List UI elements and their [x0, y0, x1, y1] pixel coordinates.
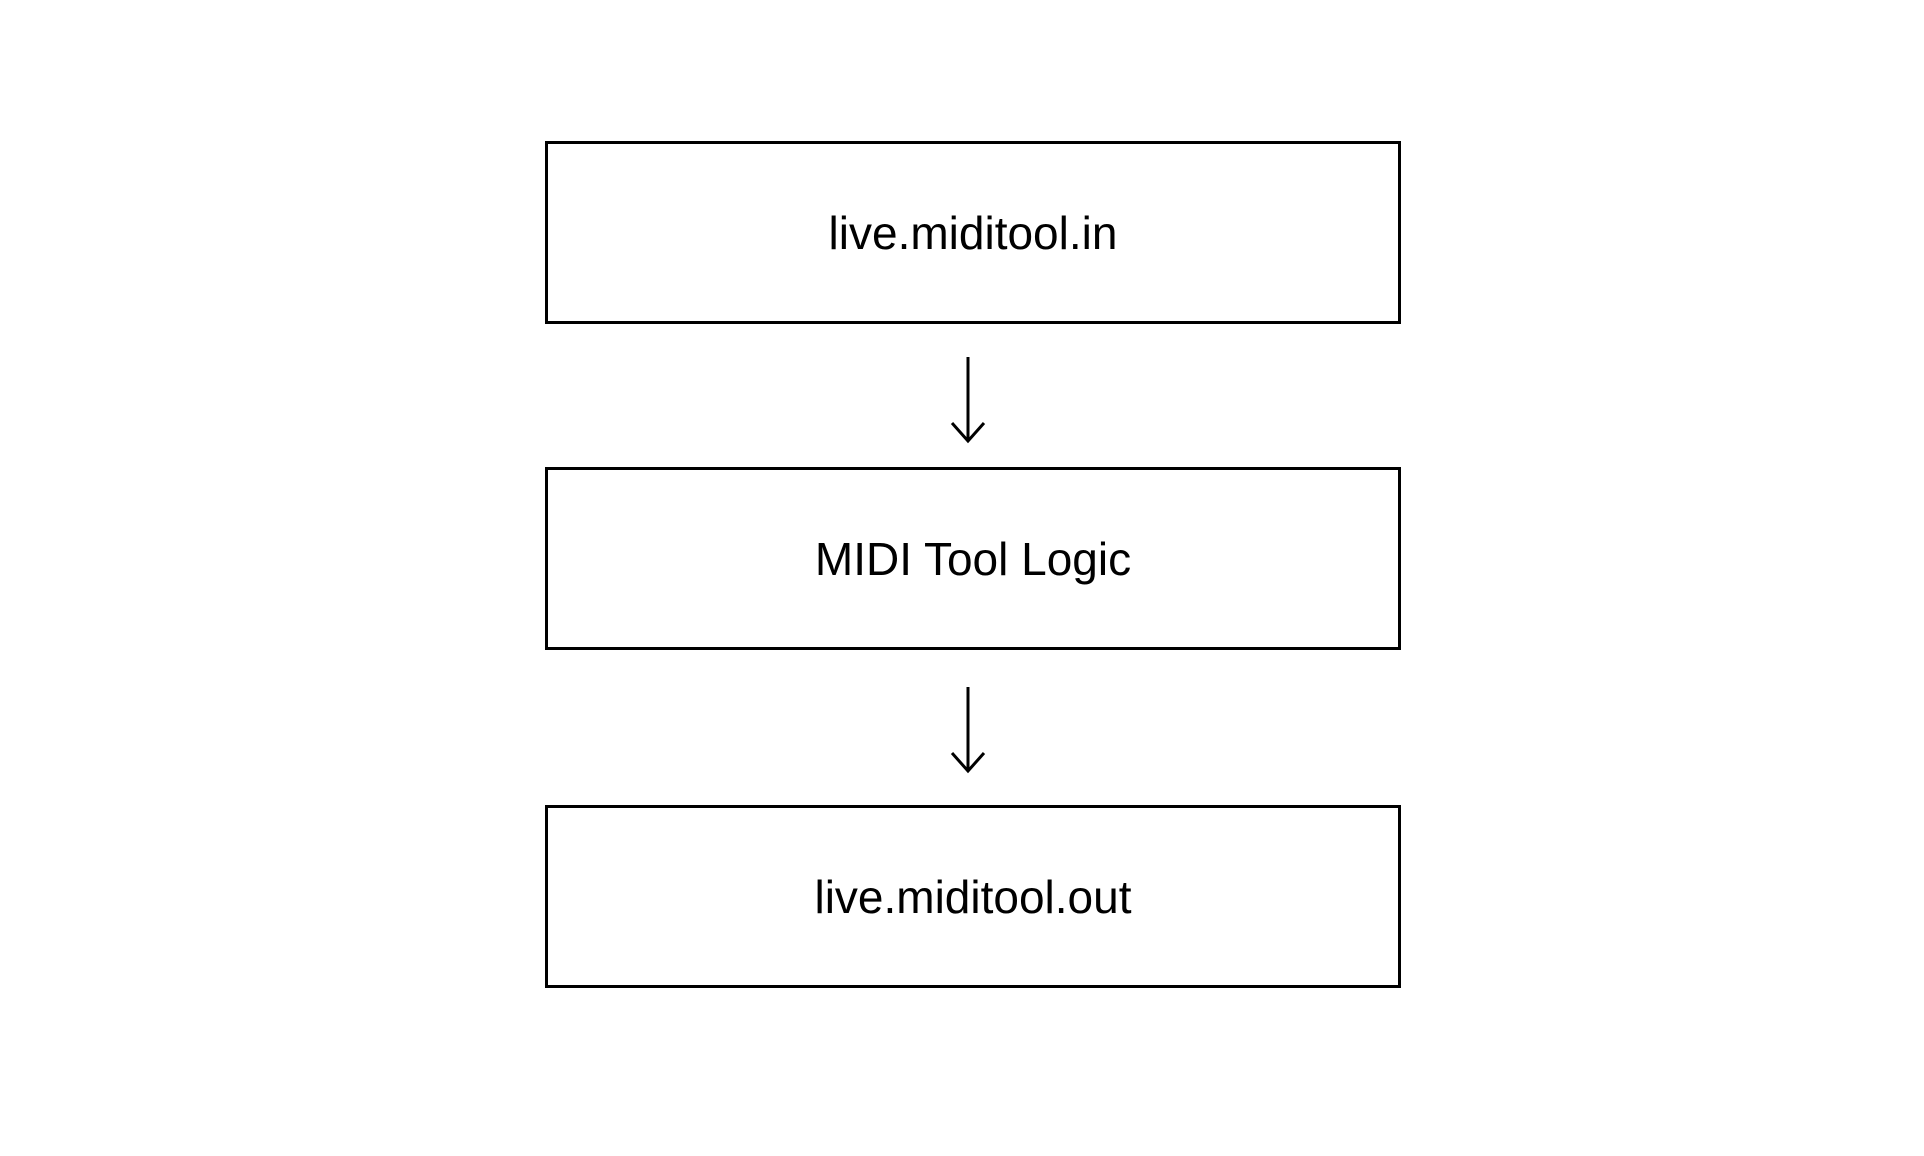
- flow-node-input: live.miditool.in: [545, 141, 1401, 324]
- arrow-down-icon: [950, 687, 986, 774]
- arrow-down-icon: [950, 357, 986, 444]
- node-label-logic: MIDI Tool Logic: [814, 532, 1132, 585]
- node-label-output: live.miditool.out: [814, 870, 1132, 923]
- node-label-input: live.miditool.in: [828, 206, 1118, 259]
- flow-node-output: live.miditool.out: [545, 805, 1401, 988]
- flow-node-logic: MIDI Tool Logic: [545, 467, 1401, 650]
